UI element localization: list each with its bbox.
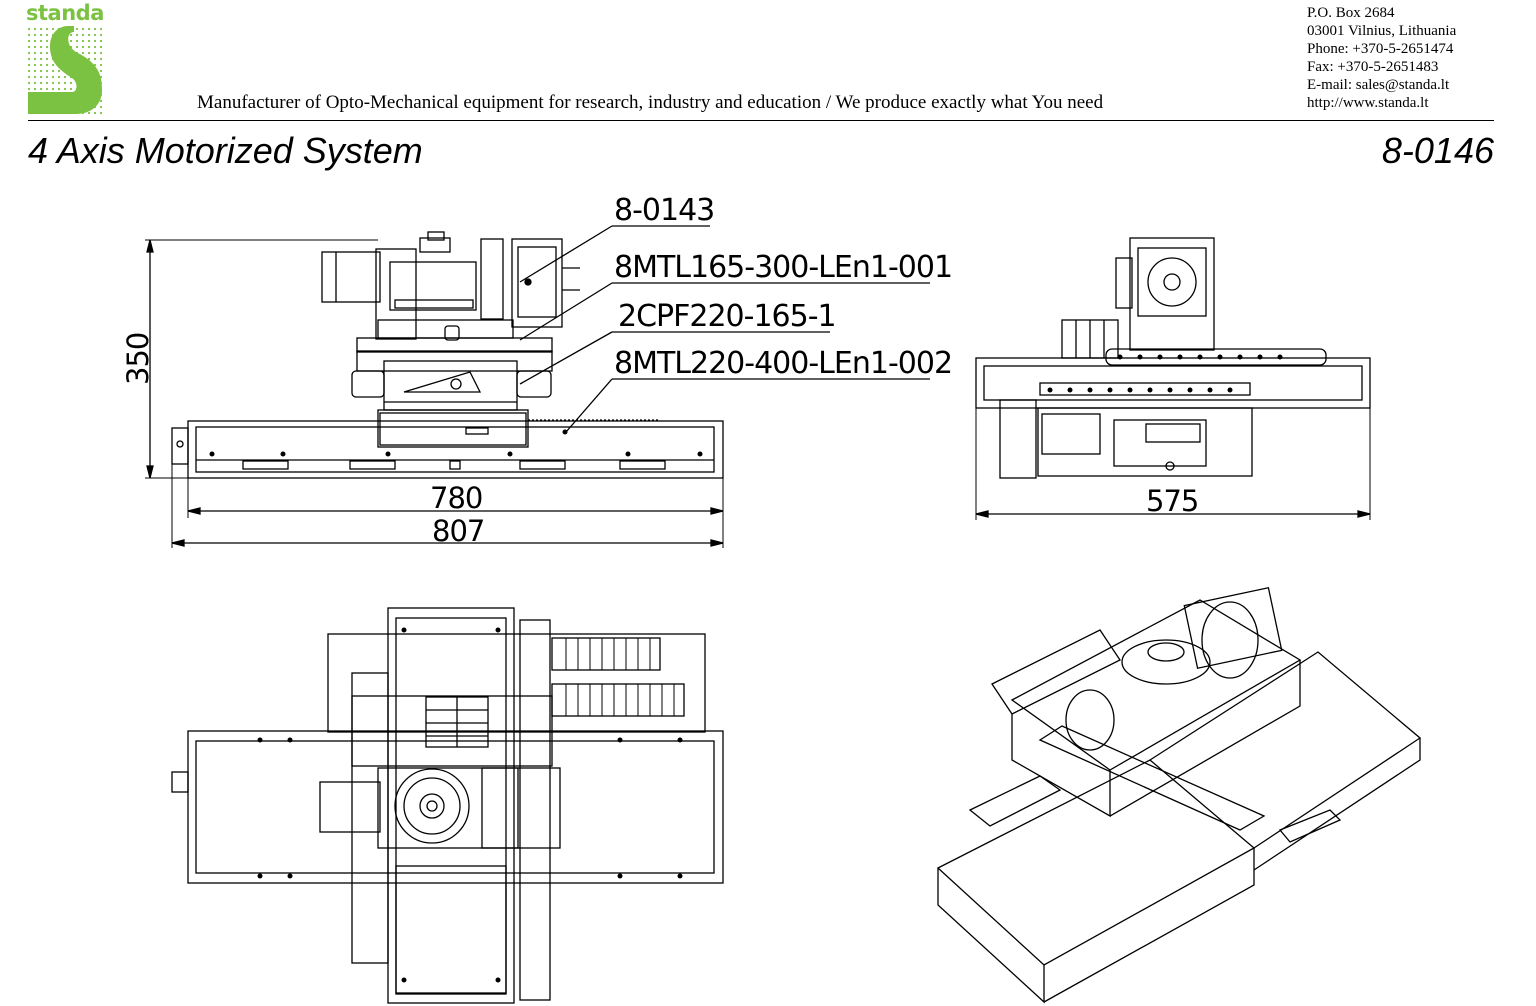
dim-side-width: 575 xyxy=(1146,484,1198,518)
header-divider xyxy=(28,120,1494,121)
part-number: 8-0146 xyxy=(1381,130,1494,171)
contact-website: http://www.standa.lt xyxy=(1307,95,1429,111)
isometric-view xyxy=(936,586,1422,1004)
dim-outer-width: 807 xyxy=(432,514,484,548)
callout-8mtl220: 8MTL220-400-LEn1-002 xyxy=(614,346,952,381)
dim-inner-width: 780 xyxy=(430,481,482,515)
company-tagline: Manufacturer of Opto-Mechanical equipmen… xyxy=(197,92,1104,113)
front-view xyxy=(145,225,930,548)
contact-phone: Phone: +370-5-2651474 xyxy=(1307,41,1454,57)
top-view xyxy=(171,607,724,1004)
contact-po-box: P.O. Box 2684 xyxy=(1307,5,1395,21)
contact-email: E-mail: sales@standa.lt xyxy=(1307,77,1450,93)
contact-city: 03001 Vilnius, Lithuania xyxy=(1307,23,1457,39)
callout-8-0143: 8-0143 xyxy=(614,193,714,228)
callout-2cpf220: 2CPF220-165-1 xyxy=(618,299,836,334)
page-title: 4 Axis Motorized System xyxy=(28,130,423,171)
logo-wordmark: standa xyxy=(26,1,104,25)
side-view xyxy=(975,237,1371,520)
contact-block: P.O. Box 2684 03001 Vilnius, Lithuania P… xyxy=(1307,4,1456,112)
callout-8mtl165: 8MTL165-300-LEn1-001 xyxy=(614,250,952,285)
logo-s-mark-icon xyxy=(28,26,102,114)
dim-height: 350 xyxy=(121,333,155,385)
contact-fax: Fax: +370-5-2651483 xyxy=(1307,59,1439,75)
standa-logo: standa xyxy=(26,2,106,116)
